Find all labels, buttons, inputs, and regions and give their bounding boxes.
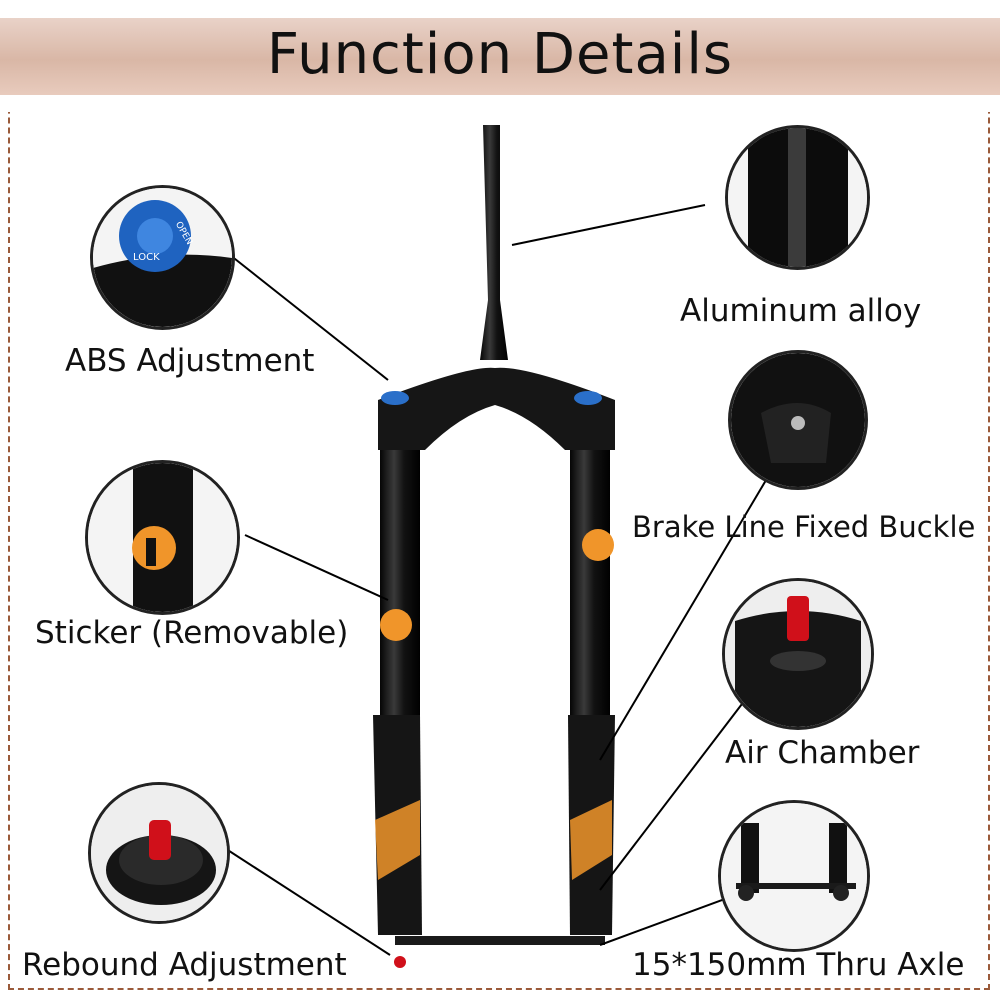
air-valve-red-icon (787, 596, 809, 641)
label-rebound-adjustment: Rebound Adjustment (22, 947, 347, 983)
page-title: Function Details (266, 22, 734, 87)
left-upper-tube (380, 450, 420, 720)
label-thru-axle: 15*150mm Thru Axle (632, 947, 965, 983)
callout-line-rebound (219, 844, 391, 956)
brake-buckle-detail-circle (728, 350, 868, 490)
thru-axle (395, 936, 605, 945)
right-upper-tube (570, 450, 610, 720)
steerer-tube (480, 125, 508, 360)
left-sticker-logo-icon (380, 609, 412, 641)
brake-buckle-icon (761, 403, 831, 463)
alloy-detail-circle (725, 125, 870, 270)
label-brake-line-fixed-buckle: Brake Line Fixed Buckle (632, 510, 976, 544)
svg-text:LOCK: LOCK (133, 252, 160, 263)
label-abs-adjustment: ABS Adjustment (65, 343, 315, 379)
rebound-detail-circle (88, 782, 230, 924)
callout-line-sticker (244, 534, 389, 601)
label-aluminum-alloy: Aluminum alloy (680, 293, 922, 329)
callout-line-abs (229, 254, 389, 381)
abs-detail-circle: LOCK OPEN (90, 185, 235, 330)
sticker-detail-circle (85, 460, 240, 615)
callout-line-alloy (511, 204, 706, 246)
rebound-red-knob-icon (149, 820, 171, 860)
fork-crown (378, 367, 615, 450)
air-knob-icon (574, 391, 602, 405)
abs-knob-icon (381, 391, 409, 405)
thru-axle-detail-circle (718, 800, 870, 952)
title-banner: Function Details (0, 0, 1000, 112)
callout-line-brake (599, 469, 773, 761)
right-sticker-logo-icon (582, 529, 614, 561)
callout-line-air (599, 699, 746, 891)
air-chamber-detail-circle (722, 578, 874, 730)
label-sticker-removable: Sticker (Removable) (35, 615, 349, 651)
label-air-chamber: Air Chamber (725, 735, 920, 771)
rebound-knob-icon (394, 956, 406, 968)
